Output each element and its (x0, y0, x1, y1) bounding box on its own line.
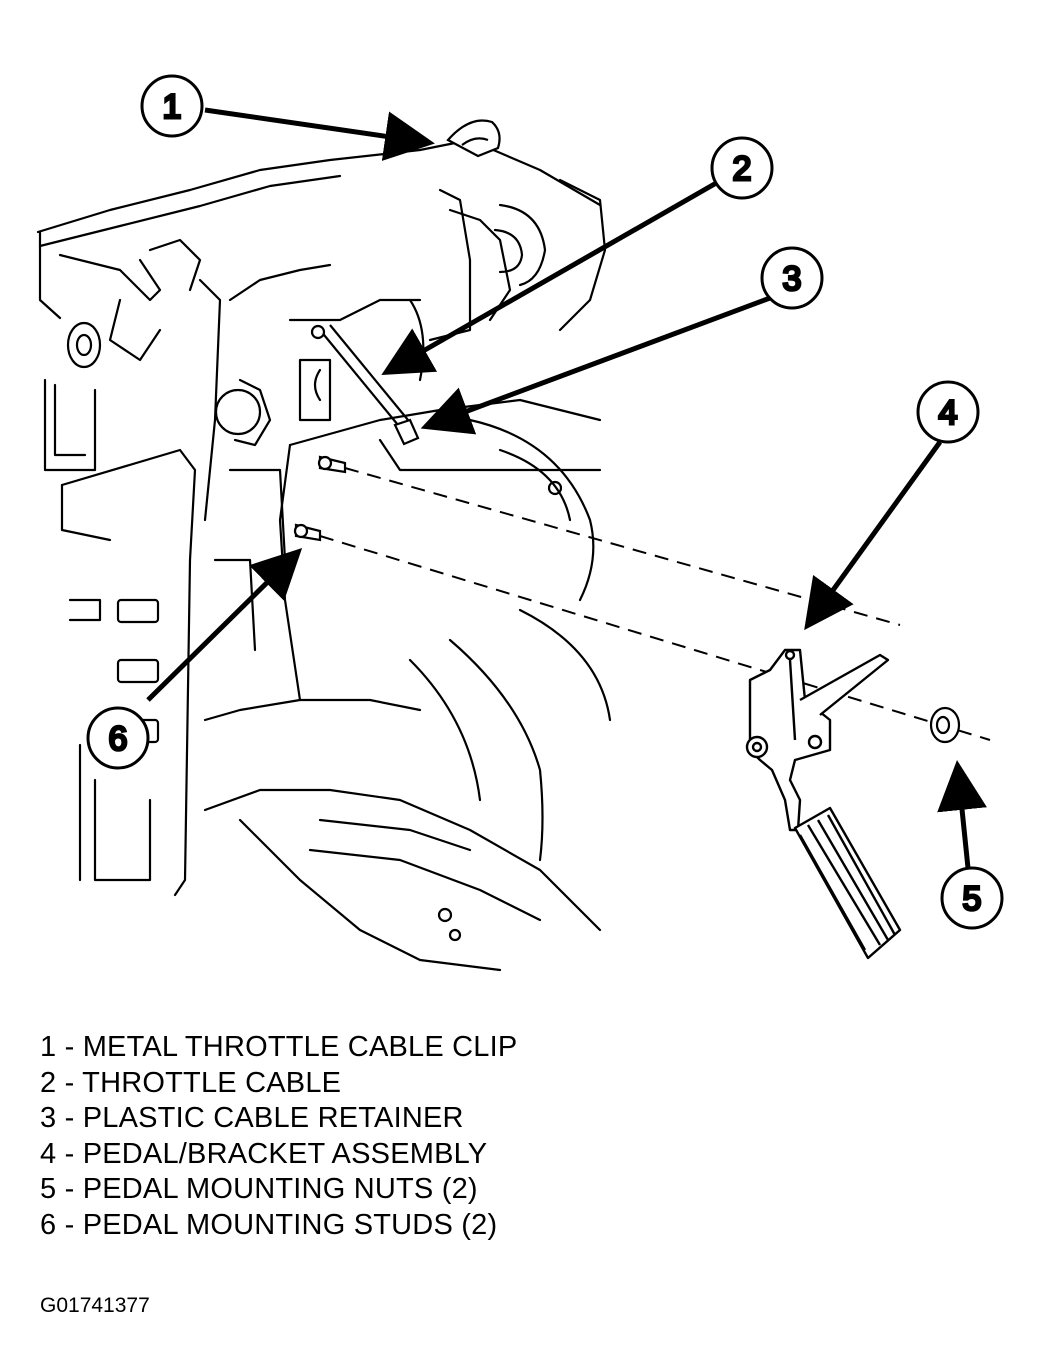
svg-text:5: 5 (963, 880, 982, 918)
callout-2: 2 (710, 136, 774, 200)
pedal-bracket-assembly (745, 648, 902, 960)
throttle-cable-clip-part (446, 119, 501, 158)
legend-item-1: 1 - METAL THROTTLE CABLE CLIP (40, 1031, 518, 1063)
callout-arrows (146, 107, 987, 869)
legend-item-6: 6 - PEDAL MOUNTING STUDS (2) (40, 1208, 498, 1241)
legend-item-5: 5 - PEDAL MOUNTING NUTS (2) (40, 1173, 478, 1205)
callout-1: 1 (140, 74, 204, 138)
callout-4-leader (804, 440, 943, 631)
throttle-cable-part (310, 324, 409, 426)
callout-4: 4 (916, 380, 980, 444)
legend-item-4: 4 - PEDAL/BRACKET ASSEMBLY (40, 1137, 488, 1170)
svg-text:3: 3 (783, 260, 802, 298)
exploded-view-diagram: 1 2 3 4 5 6 (36, 74, 1004, 972)
svg-text:1: 1 (163, 88, 182, 126)
legend-item-2: 2 - THROTTLE CABLE (40, 1066, 342, 1099)
callout-3-leader (420, 295, 771, 435)
figure-id: G01741377 (40, 1294, 150, 1317)
alignment-lines (319, 467, 991, 741)
callout-6-leader (146, 547, 303, 702)
svg-text:6: 6 (109, 720, 128, 758)
callout-6: 6 (86, 706, 150, 770)
callout-5-leader (937, 760, 987, 869)
svg-text:2: 2 (733, 150, 752, 188)
firewall-panel (36, 138, 612, 972)
mounting-studs-part (293, 455, 347, 542)
cable-retainer-part (393, 418, 420, 446)
legend-item-3: 3 - PLASTIC CABLE RETAINER (40, 1102, 464, 1134)
parts-legend: 1 - METAL THROTTLE CABLE CLIP 2 - THROTT… (40, 1030, 517, 1243)
callout-3: 3 (760, 246, 824, 310)
callout-5: 5 (940, 866, 1004, 930)
callout-1-leader (204, 107, 435, 161)
callout-2-leader (381, 179, 720, 375)
mounting-nut-part (929, 706, 961, 744)
svg-text:4: 4 (939, 394, 958, 432)
